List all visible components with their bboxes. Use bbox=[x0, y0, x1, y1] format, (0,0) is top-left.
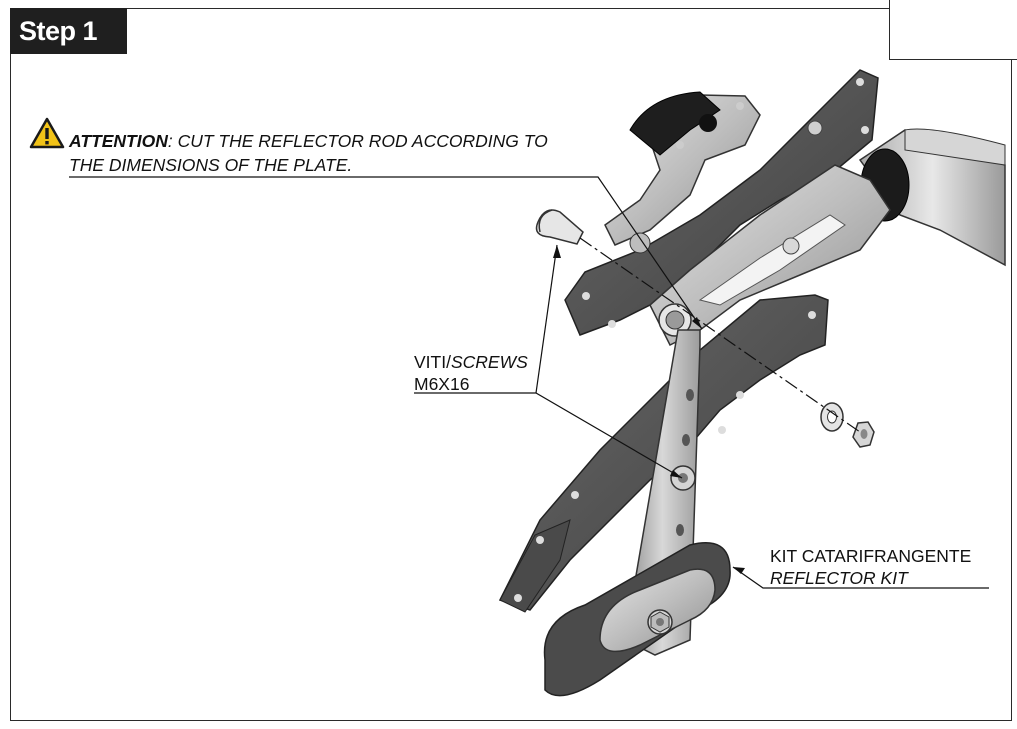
step-badge: Step 1 bbox=[10, 8, 127, 54]
attention-text-2: THE DIMENSIONS OF THE PLATE. bbox=[69, 155, 353, 175]
nut-part bbox=[852, 421, 875, 448]
screw-part bbox=[535, 209, 584, 245]
attention-keyword: ATTENTION bbox=[69, 131, 168, 151]
attention-text-1: CUT THE REFLECTOR ROD ACCORDING TO bbox=[172, 131, 548, 151]
reflector-label: KIT CATARIFRANGENTE bbox=[770, 546, 972, 566]
rear-bracket bbox=[604, 91, 823, 246]
leader-lines bbox=[69, 176, 989, 589]
reflector-label-italic-text: REFLECTOR KIT bbox=[770, 568, 908, 588]
screws-label-italic: SCREWS bbox=[450, 352, 528, 372]
washer-part bbox=[820, 402, 844, 432]
attention-line-1: ATTENTION: CUT THE REFLECTOR ROD ACCORDI… bbox=[69, 131, 548, 152]
reflector-label-italic: REFLECTOR KIT bbox=[770, 568, 908, 589]
leader-arrowheads bbox=[553, 245, 745, 574]
corner-box bbox=[889, 0, 1017, 60]
screws-size: M6X16 bbox=[414, 374, 470, 394]
attention-colon: : bbox=[167, 131, 173, 151]
page-frame bbox=[10, 8, 1012, 721]
warning-icon bbox=[29, 117, 65, 149]
screws-label: VITI/SCREWS bbox=[414, 352, 528, 373]
reflector-kit bbox=[543, 542, 731, 697]
support-arm bbox=[629, 164, 891, 347]
screws-label-plain: VITI/ bbox=[414, 352, 451, 372]
assembly-axis bbox=[579, 237, 861, 433]
